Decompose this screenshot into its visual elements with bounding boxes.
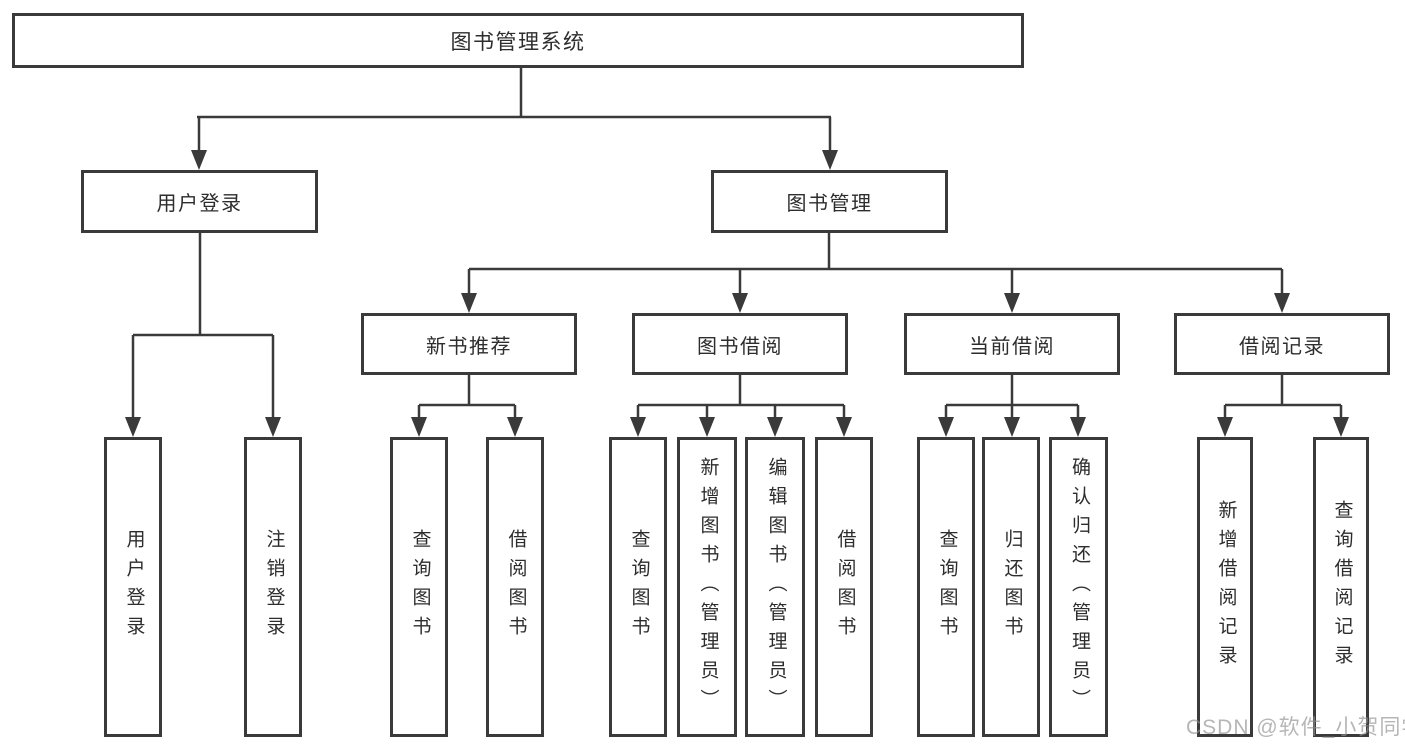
node-book-borrowing: 图书借阅 [632,313,848,375]
node-borrowing-records: 借阅记录 [1174,313,1390,375]
leaf-borrowing-edit-books-admin: 编辑图书（管理员） [745,437,805,737]
leaf-records-query-borrow-record: 查询借阅记录 [1313,437,1369,737]
leaf-current-query-books: 查询图书 [917,437,975,737]
leaf-login-user-login-label: 用户登录 [123,529,145,645]
leaf-current-confirm-return-admin: 确认归还（管理员） [1049,437,1108,737]
leaf-borrowing-borrow-books-label: 借阅图书 [834,529,856,645]
connector-lines [131,68,1343,421]
leaf-borrowing-add-books-admin: 新增图书（管理员） [677,437,737,737]
leaf-current-query-books-label: 查询图书 [936,529,958,645]
leaf-borrowing-add-books-admin-label: 新增图书（管理员） [697,456,719,718]
leaf-records-query-borrow-record-label: 查询借阅记录 [1331,500,1353,674]
leaf-recommend-borrow-books: 借阅图书 [486,437,544,737]
leaf-borrowing-borrow-books: 借阅图书 [815,437,873,737]
leaf-borrowing-query-books: 查询图书 [609,437,667,737]
node-current-borrowing-label: 当前借阅 [969,335,1055,358]
node-book-management-label: 图书管理 [786,193,873,215]
leaf-current-return-books-label: 归还图书 [1001,529,1023,645]
leaf-current-confirm-return-admin-label: 确认归还（管理员） [1068,456,1090,718]
node-book-borrowing-label: 图书借阅 [697,335,783,358]
node-new-book-recommend: 新书推荐 [361,313,577,375]
root-node: 图书管理系统 [12,13,1024,68]
leaf-current-return-books: 归还图书 [982,437,1040,737]
leaf-borrowing-edit-books-admin-label: 编辑图书（管理员） [765,456,787,718]
node-user-login: 用户登录 [81,170,318,233]
leaf-recommend-query-books-label: 查询图书 [409,529,431,645]
root-node-label: 图书管理系统 [450,30,586,54]
leaf-records-add-borrow-record-label: 新增借阅记录 [1215,500,1237,674]
arrowheads [125,150,1349,437]
leaf-borrowing-query-books-label: 查询图书 [628,529,650,645]
node-user-login-label: 用户登录 [156,193,243,215]
node-current-borrowing: 当前借阅 [904,313,1120,375]
node-borrowing-records-label: 借阅记录 [1239,335,1325,358]
leaf-records-add-borrow-record: 新增借阅记录 [1197,437,1253,737]
leaf-login-logout: 注销登录 [244,437,302,737]
leaf-recommend-borrow-books-label: 借阅图书 [505,529,527,645]
leaf-login-logout-label: 注销登录 [263,529,285,645]
node-new-book-recommend-label: 新书推荐 [426,335,512,358]
leaf-login-user-login: 用户登录 [104,437,162,737]
node-book-management: 图书管理 [711,170,948,233]
leaf-recommend-query-books: 查询图书 [390,437,448,737]
csdn-watermark: CSDN @软件_小贺同学 [1186,716,1405,739]
